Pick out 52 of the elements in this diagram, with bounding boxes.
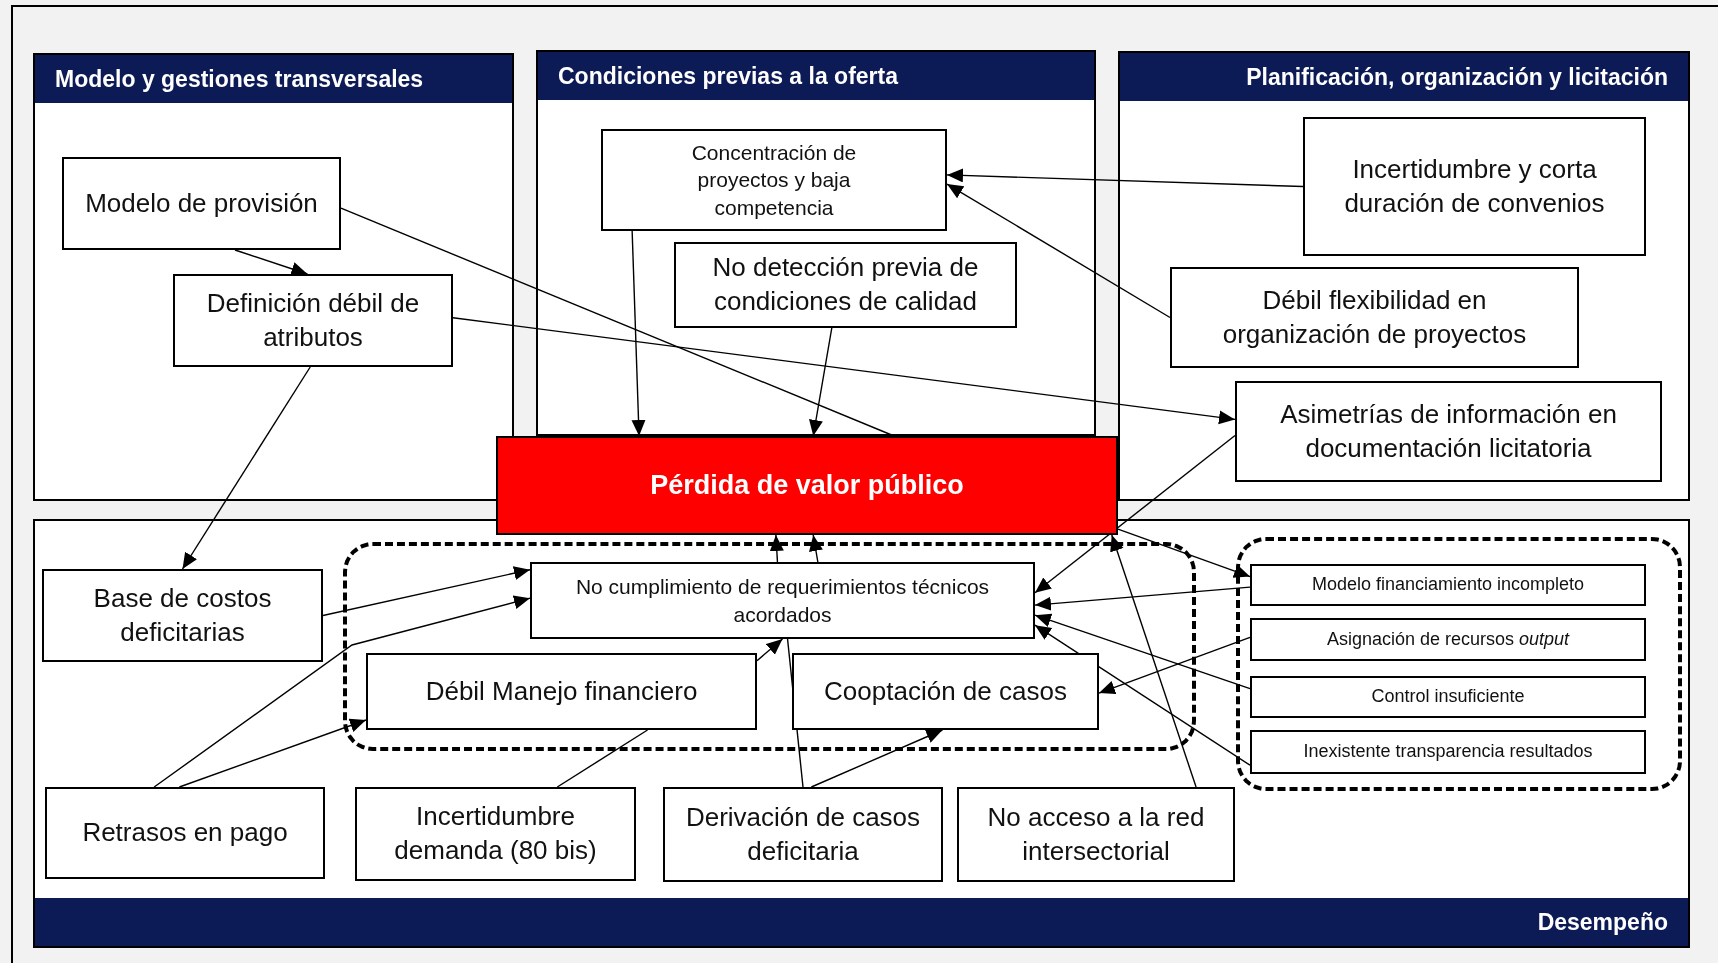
cause-box: Incertidumbre y corta duración de convenios — [1303, 117, 1646, 256]
dashed-group-outline — [1236, 537, 1682, 791]
panel-header: Condiciones previas a la oferta — [538, 52, 1094, 100]
cause-box: No acceso a la red intersectorial — [957, 787, 1235, 882]
cause-box: Concentración de proyectos y baja competencia — [601, 129, 947, 231]
arrow — [1034, 586, 1251, 611]
arrow — [1034, 434, 1236, 594]
connector-line — [556, 729, 649, 788]
arrow — [809, 327, 833, 437]
arrow — [1034, 624, 1251, 766]
arrow — [769, 534, 784, 563]
category-panel — [1118, 51, 1690, 501]
cause-box: No detección previa de condiciones de calidad — [674, 242, 1017, 328]
arrow — [809, 534, 823, 563]
panel-header: Desempeño — [35, 898, 1688, 946]
cause-box: Base de costos deficitarias — [42, 569, 323, 662]
category-panel — [33, 519, 1690, 948]
arrow — [1110, 534, 1197, 788]
cause-box: Asignación de recursos output — [1250, 618, 1646, 661]
arrow — [181, 366, 311, 570]
connector-line — [786, 638, 804, 788]
arrow — [322, 566, 531, 617]
arrow — [810, 729, 944, 788]
arrow — [946, 168, 1304, 188]
arrow — [631, 230, 646, 437]
cause-box: Definición débil de atributos — [173, 274, 453, 367]
arrow — [178, 718, 367, 788]
cause-box: Incertidumbre demanda (80 bis) — [355, 787, 636, 881]
arrow — [756, 638, 784, 662]
cause-box: Débil flexibilidad en organización de proyectos — [1170, 267, 1579, 368]
arrow — [1034, 613, 1251, 690]
cause-box: No cumplimiento de requerimientos técnicos acordados — [530, 562, 1035, 639]
panel-header: Modelo y gestiones transversales — [35, 55, 512, 103]
cause-box: Derivación de casos deficitaria — [663, 787, 943, 882]
arrow — [153, 595, 531, 788]
arrow — [1098, 636, 1251, 695]
cause-box: Retrasos en pago — [45, 787, 325, 879]
cause-box: Inexistente transparencia resultados — [1250, 730, 1646, 774]
arrow — [1117, 528, 1251, 578]
dashed-group-outline — [343, 542, 1196, 751]
cause-box: Modelo financiamiento incompleto — [1250, 564, 1646, 606]
cause-box: Débil Manejo financiero — [366, 653, 757, 730]
arrow — [946, 183, 1171, 319]
cause-box: Modelo de provisión — [62, 157, 341, 250]
panel-header: Planificación, organización y licitación — [1120, 53, 1688, 101]
cause-box: Asimetrías de información en documentación licitatoria — [1235, 381, 1662, 482]
problem-box: Pérdida de valor público — [496, 436, 1118, 535]
cause-box: Cooptación de casos — [792, 653, 1099, 730]
category-panel — [33, 53, 514, 501]
category-panel — [536, 50, 1096, 436]
cause-box: Control insuficiente — [1250, 676, 1646, 718]
arrow — [452, 317, 1236, 425]
